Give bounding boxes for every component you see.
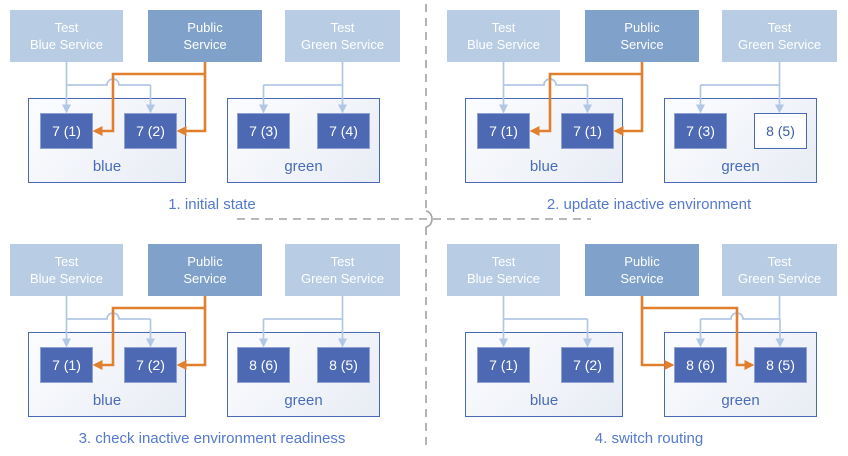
- panel-update-inactive-environment: blue green 7 (1) 7 (1) 7 (3) 8 (5) Test: [437, 0, 848, 218]
- service-label-line: Green Service: [300, 271, 385, 286]
- service-box-test-green: Test Green Service: [285, 244, 400, 296]
- pod-blue-1: 7 (1): [477, 113, 530, 149]
- pod-blue-2: 7 (2): [124, 347, 177, 383]
- pod-blue-1: 7 (1): [40, 113, 93, 149]
- pod-blue-2: 7 (2): [561, 347, 614, 383]
- service-label-line: Service: [183, 271, 227, 286]
- service-label-line: Green Service: [737, 37, 822, 52]
- panel-caption: 2. update inactive environment: [546, 196, 752, 213]
- pod-green-2: 8 (5): [317, 347, 370, 383]
- service-label-line: Green Service: [737, 271, 822, 286]
- pod-green-1: 8 (6): [237, 347, 290, 383]
- environment-label-blue: blue: [529, 158, 559, 175]
- service-label-line: Public: [187, 20, 223, 35]
- environment-label-green: green: [284, 158, 323, 175]
- environment-label-blue: blue: [529, 392, 559, 409]
- service-label-line: Service: [620, 37, 664, 52]
- divider-hop-arc: [425, 210, 433, 228]
- service-label-line: Test: [54, 254, 79, 269]
- environment-label-green: green: [721, 392, 760, 409]
- pod-green-1: 7 (3): [237, 113, 290, 149]
- service-label-line: Public: [187, 254, 223, 269]
- panel-caption: 1. initial state: [168, 196, 256, 213]
- panel-caption: 4. switch routing: [594, 430, 704, 447]
- pod-blue-2: 7 (2): [124, 113, 177, 149]
- service-box-public: Public Service: [585, 244, 699, 296]
- panel-caption: 3. check inactive environment readiness: [78, 430, 346, 447]
- service-label-line: Test: [330, 254, 355, 269]
- service-label-line: Test: [767, 20, 792, 35]
- service-box-test-green: Test Green Service: [722, 10, 837, 62]
- panel-switch-routing: blue green 7 (1) 7 (2) 8 (6) 8 (5): [437, 234, 848, 452]
- service-label-line: Blue Service: [467, 271, 540, 286]
- service-label-line: Test: [491, 20, 516, 35]
- service-label-line: Blue Service: [30, 37, 103, 52]
- service-label-line: Green Service: [300, 37, 385, 52]
- environment-label-blue: blue: [92, 392, 122, 409]
- service-box-test-blue: Test Blue Service: [10, 10, 123, 62]
- service-label-line: Test: [54, 20, 79, 35]
- pod-blue-2: 7 (1): [561, 113, 614, 149]
- pod-green-2: 7 (4): [317, 113, 370, 149]
- environment-label-green: green: [284, 392, 323, 409]
- pod-blue-1: 7 (1): [40, 347, 93, 383]
- service-label-line: Service: [620, 271, 664, 286]
- service-label-line: Service: [183, 37, 227, 52]
- service-box-test-blue: Test Blue Service: [447, 244, 560, 296]
- service-box-test-green: Test Green Service: [722, 244, 837, 296]
- service-label-line: Public: [624, 20, 660, 35]
- service-label-line: Public: [624, 254, 660, 269]
- service-box-public: Public Service: [148, 10, 262, 62]
- service-box-test-blue: Test Blue Service: [10, 244, 123, 296]
- service-label-line: Test: [330, 20, 355, 35]
- panel-initial-state: blue green 7 (1) 7 (2) 7 (3) 7 (4) Test: [0, 0, 424, 218]
- environment-label-green: green: [721, 158, 760, 175]
- service-label-line: Test: [767, 254, 792, 269]
- service-box-public: Public Service: [585, 10, 699, 62]
- pod-green-1: 7 (3): [674, 113, 727, 149]
- pod-green-2: 8 (5): [754, 347, 807, 383]
- service-box-public: Public Service: [148, 244, 262, 296]
- service-label-line: Test: [491, 254, 516, 269]
- pod-blue-1: 7 (1): [477, 347, 530, 383]
- service-box-test-blue: Test Blue Service: [447, 10, 560, 62]
- service-box-test-green: Test Green Service: [285, 10, 400, 62]
- pod-green-2: 8 (5): [754, 113, 807, 149]
- pod-green-1: 8 (6): [674, 347, 727, 383]
- environment-label-blue: blue: [92, 158, 122, 175]
- panel-check-inactive-environment-readiness: blue green 7 (1) 7 (2) 8 (6) 8 (5) Test: [0, 234, 424, 452]
- service-label-line: Blue Service: [467, 37, 540, 52]
- service-label-line: Blue Service: [30, 271, 103, 286]
